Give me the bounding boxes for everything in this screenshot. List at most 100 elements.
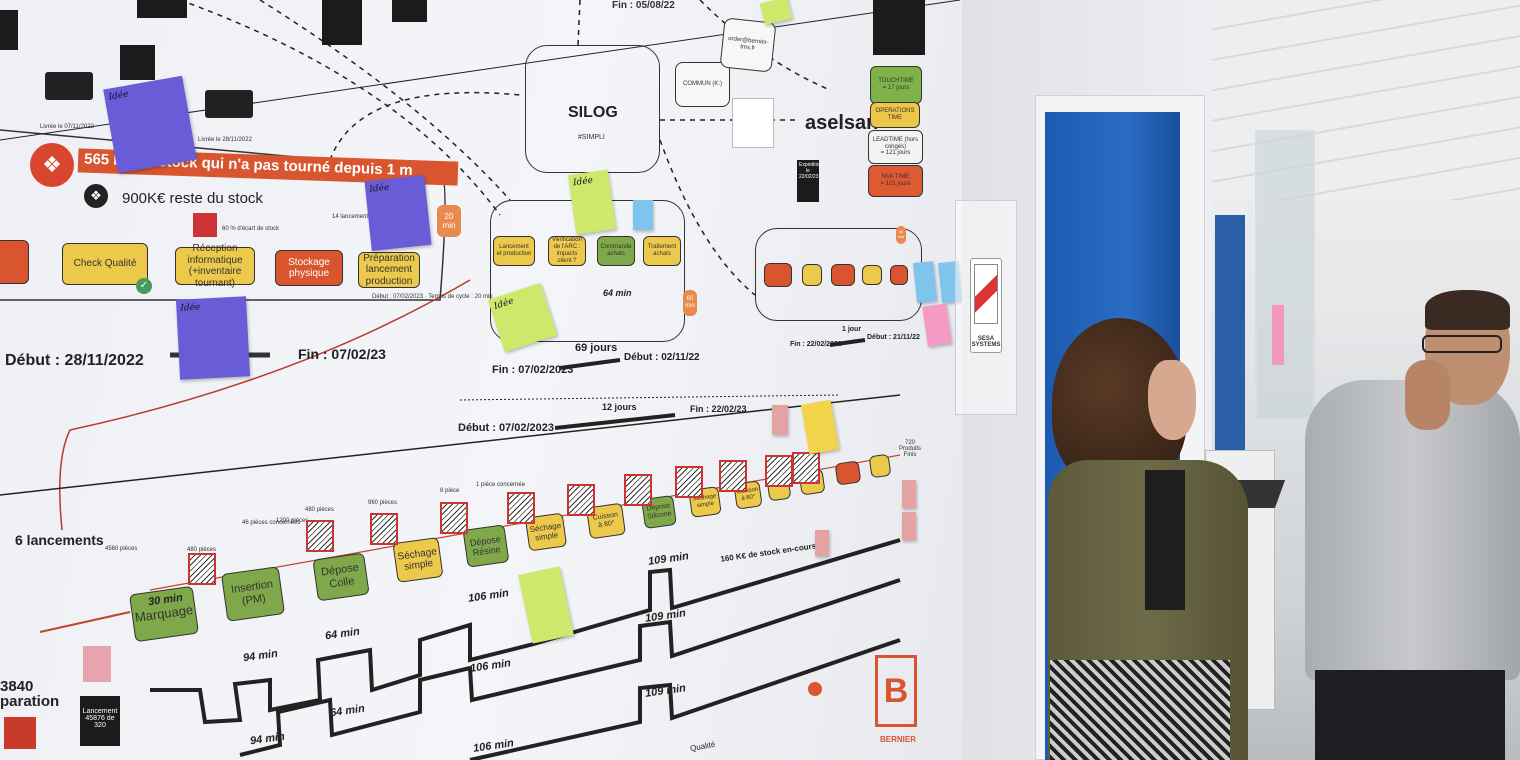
customer-logo: aselsan xyxy=(805,112,879,134)
end-date: Fin : 22/02/2023 xyxy=(790,341,842,348)
sticky-note: Idée xyxy=(175,296,251,380)
sticky-note xyxy=(902,480,916,508)
inventory-icon xyxy=(440,502,468,534)
flow-line xyxy=(179,0,501,216)
flow-line xyxy=(0,394,901,496)
expedition-card: Expédition le 22/02/23 xyxy=(797,160,822,202)
sesa-logo xyxy=(974,264,998,324)
process-step xyxy=(834,460,862,486)
truck-icon xyxy=(205,90,253,118)
piece-count: 960 pièces xyxy=(368,500,398,506)
flow-line xyxy=(239,578,901,757)
flow-line xyxy=(150,538,901,725)
cycle-time: 64 min xyxy=(603,288,632,298)
flow-line xyxy=(577,0,581,46)
man-pants xyxy=(1315,670,1505,760)
launch-card: Lancement 45876 de 320 xyxy=(80,696,120,746)
shared-drive: COMMUN (K:) xyxy=(675,62,730,107)
order-info-card xyxy=(873,0,925,55)
email-box: order@bernier-tms.fr xyxy=(719,17,777,73)
inventory-icon xyxy=(624,474,652,506)
piece-count: 46 pièces concernées xyxy=(242,520,301,526)
process-step: Stockage physique xyxy=(275,250,343,286)
launch-count: 14 lancements xyxy=(332,214,372,220)
sticky-note: Idée xyxy=(568,169,616,235)
metric-card: NVA TIME= 101 jours xyxy=(868,165,923,197)
top-end-date: Fin : 05/08/22 xyxy=(612,0,675,11)
metric-card: OPERATIONS TIME xyxy=(870,102,920,128)
flow-line xyxy=(59,279,471,531)
preparation-label: paration xyxy=(0,693,60,710)
time-tag: 40 min xyxy=(896,226,906,244)
sticky-note xyxy=(633,200,653,230)
metric-label: OPERATIONS TIME xyxy=(875,108,915,121)
sticky-note xyxy=(772,405,788,435)
process-step: Traitement achats xyxy=(643,236,681,266)
metric-card: TOUCHTIME= 17 jours xyxy=(870,66,922,104)
start-date: Début : 07/02/2023 xyxy=(458,422,554,434)
time-tag: 60 min xyxy=(683,290,697,316)
start-date: Début : 21/11/22 xyxy=(867,334,920,341)
inventory-icon xyxy=(507,492,535,524)
process-step: Insertion (PM) xyxy=(220,566,286,622)
inventory-icon xyxy=(792,452,820,484)
delivery-date: Livrée le 07/11/2022 xyxy=(40,124,94,130)
end-date: Fin : 07/02/2023 xyxy=(492,364,574,376)
process-step: Lancement et production xyxy=(493,236,535,266)
info-card xyxy=(322,0,362,45)
bernier-logo: B xyxy=(875,655,917,727)
flow-line xyxy=(469,638,901,760)
silog-logo: SILOG xyxy=(568,104,618,121)
launch-count: 6 lancements xyxy=(15,532,104,548)
end-date: Fin : 07/02/23 xyxy=(298,346,386,362)
metric-label: NVA TIME xyxy=(881,174,910,181)
truck-icon xyxy=(45,72,93,100)
sticky-note: Idée xyxy=(103,75,197,174)
flow-line xyxy=(39,611,131,633)
sticky-note xyxy=(902,512,916,540)
sticky-note xyxy=(912,261,938,303)
process-step xyxy=(0,240,29,284)
dropbox-icon xyxy=(808,682,822,696)
finished-goods: 720 Produits Finis xyxy=(898,440,921,458)
flow-line xyxy=(829,338,866,347)
silog-tag: #SIMPLI xyxy=(578,134,605,141)
woman-scarf xyxy=(1050,660,1230,760)
info-card xyxy=(120,45,155,80)
inventory-icon xyxy=(675,466,703,498)
stock-gap: 60 % d'écart de stock xyxy=(222,226,280,232)
delivery-date: Livrée le 28/11/2022 xyxy=(198,137,252,143)
inventory-icon xyxy=(4,717,36,749)
man-hand xyxy=(1405,360,1450,430)
flow-line xyxy=(459,394,841,401)
start-date: Début : 28/11/2022 xyxy=(5,352,144,369)
process-step: Séchage simple xyxy=(392,536,444,584)
process-step: Dépose Résine xyxy=(462,524,510,568)
quantity: 3840 xyxy=(0,678,34,695)
process-step xyxy=(831,264,855,286)
inventory-icon xyxy=(765,455,793,487)
woman-top xyxy=(1145,470,1185,610)
start-date: Début : 02/11/22 xyxy=(624,352,700,363)
process-step: Réception informatique (+inventaire tour… xyxy=(175,243,255,289)
info-card xyxy=(137,0,187,18)
pink-card xyxy=(83,646,111,682)
process-step: Commande achats xyxy=(597,236,635,266)
stock-remaining: 900K€ reste du stock xyxy=(122,190,263,207)
metric-label: TOUCHTIME xyxy=(878,78,914,85)
inventory-icon xyxy=(370,513,398,545)
dropbox-icon: ❖ xyxy=(84,184,108,208)
metric-value: = 17 jours xyxy=(882,85,910,91)
flow-line xyxy=(259,0,511,201)
info-card xyxy=(0,10,18,50)
process-step xyxy=(868,453,892,479)
process-step: Dépose Colle xyxy=(312,552,370,602)
inventory-icon xyxy=(306,520,334,552)
process-step: Check Qualité xyxy=(62,243,148,285)
pink-sign xyxy=(1272,305,1284,365)
duration: 69 jours xyxy=(575,342,618,354)
metric-card: LEADTIME (hors congés)= 121 jours xyxy=(868,130,923,164)
woman-face xyxy=(1148,360,1196,440)
process-step: Préparation lancement production xyxy=(358,252,420,288)
